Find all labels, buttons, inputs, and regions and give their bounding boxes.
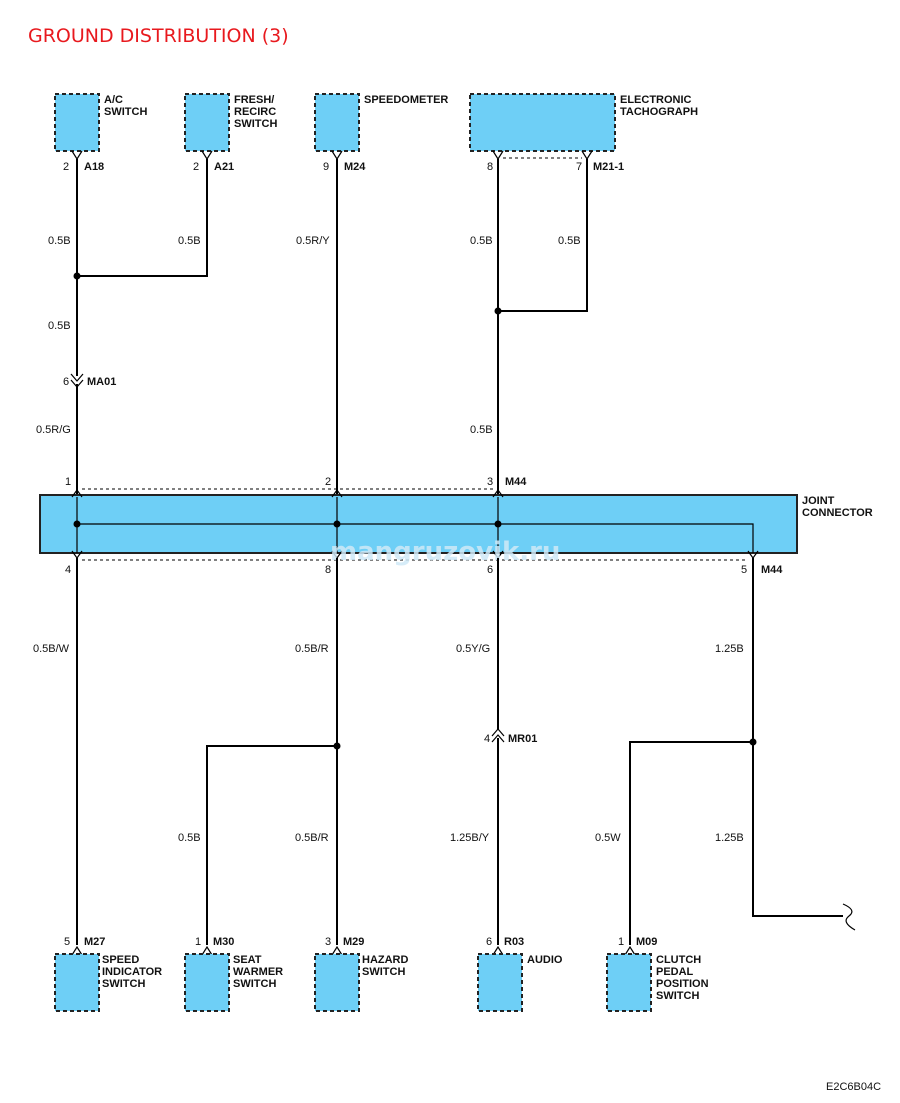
audio-label: AUDIO bbox=[527, 954, 563, 966]
wire-pin4: 0.5B/W bbox=[33, 643, 70, 655]
ma01-pin: 6 bbox=[63, 376, 69, 388]
wire-ac-lower: 0.5B bbox=[48, 320, 71, 332]
clutch-connector: M09 bbox=[636, 936, 657, 948]
fresh-label-2: RECIRC bbox=[234, 106, 276, 118]
hazard-pin: 3 bbox=[325, 936, 331, 948]
fresh-label-1: FRESH/ bbox=[234, 94, 274, 106]
speedo-connector: M24 bbox=[344, 161, 366, 173]
audio-connector: R03 bbox=[504, 936, 524, 948]
speedind-label-1: SPEED bbox=[102, 954, 139, 966]
component-speedometer[interactable]: SPEEDOMETER 9 M24 bbox=[314, 93, 448, 173]
joint-label-2: CONNECTOR bbox=[802, 507, 873, 519]
tacho-connector: M21-1 bbox=[593, 161, 624, 173]
splice-ac bbox=[73, 272, 81, 280]
diagram-code: E2C6B04C bbox=[826, 1081, 881, 1093]
component-speed-indicator-switch[interactable]: 5 M27 SPEED INDICATOR SWITCH bbox=[54, 936, 162, 1012]
joint-pin-2: 2 bbox=[325, 476, 331, 488]
wire-ground: 1.25B bbox=[715, 832, 744, 844]
component-ac-switch[interactable]: A/C SWITCH 2 A18 bbox=[54, 93, 147, 173]
joint-pin-3: 3 bbox=[487, 476, 493, 488]
top-wires bbox=[70, 159, 588, 496]
wire-fresh: 0.5B bbox=[178, 235, 201, 247]
tacho-pin-8: 8 bbox=[487, 161, 493, 173]
speedind-label-3: SWITCH bbox=[102, 978, 145, 990]
hazard-connector: M29 bbox=[343, 936, 364, 948]
wire-audio: 1.25B/Y bbox=[450, 832, 490, 844]
ac-pin: 2 bbox=[63, 161, 69, 173]
joint-pin-1: 1 bbox=[65, 476, 71, 488]
joint-pin-6: 6 bbox=[487, 564, 493, 576]
component-seat-warmer-switch[interactable]: 1 M30 SEAT WARMER SWITCH bbox=[184, 936, 283, 1012]
wire-tacho-lower: 0.5B bbox=[470, 424, 493, 436]
wire-pin8: 0.5B/R bbox=[295, 643, 329, 655]
watermark: mangruzovik.ru bbox=[330, 537, 560, 567]
wire-hazard: 0.5B/R bbox=[295, 832, 329, 844]
splice-tacho bbox=[494, 307, 502, 315]
joint-pin-4: 4 bbox=[65, 564, 71, 576]
speedo-label: SPEEDOMETER bbox=[364, 94, 448, 106]
wire-tacho-7: 0.5B bbox=[558, 235, 581, 247]
tacho-label-1: ELECTRONIC bbox=[620, 94, 692, 106]
clutch-label-1: CLUTCH bbox=[656, 954, 701, 966]
wire-ac: 0.5B bbox=[48, 235, 71, 247]
speedind-pin: 5 bbox=[64, 936, 70, 948]
hazard-label-2: SWITCH bbox=[362, 966, 405, 978]
seat-label-3: SWITCH bbox=[233, 978, 276, 990]
fresh-label-3: SWITCH bbox=[234, 118, 277, 130]
clutch-label-3: POSITION bbox=[656, 978, 709, 990]
joint-pin-5: 5 bbox=[741, 564, 747, 576]
component-fresh-recirc-switch[interactable]: FRESH/ RECIRC SWITCH 2 A21 bbox=[184, 93, 277, 173]
component-electronic-tachograph[interactable]: ELECTRONIC TACHOGRAPH 8 7 M21-1 bbox=[469, 93, 698, 173]
wire-pin6: 0.5Y/G bbox=[456, 643, 490, 655]
tacho-label-2: TACHOGRAPH bbox=[620, 106, 698, 118]
seat-label-1: SEAT bbox=[233, 954, 262, 966]
joint-label-1: JOINT bbox=[802, 495, 835, 507]
hazard-label-1: HAZARD bbox=[362, 954, 408, 966]
joint-top-connector: M44 bbox=[505, 476, 527, 488]
ma01-name: MA01 bbox=[87, 376, 116, 388]
fresh-connector: A21 bbox=[214, 161, 234, 173]
component-hazard-switch[interactable]: 3 M29 HAZARD SWITCH bbox=[314, 936, 408, 1012]
seat-connector: M30 bbox=[213, 936, 234, 948]
component-audio[interactable]: 6 R03 AUDIO bbox=[477, 936, 563, 1012]
wire-seat: 0.5B bbox=[178, 832, 201, 844]
clutch-label-4: SWITCH bbox=[656, 990, 699, 1002]
seat-pin: 1 bbox=[195, 936, 201, 948]
seat-label-2: WARMER bbox=[233, 966, 283, 978]
clutch-pin: 1 bbox=[618, 936, 624, 948]
ac-label-2: SWITCH bbox=[104, 106, 147, 118]
audio-pin: 6 bbox=[486, 936, 492, 948]
component-clutch-pedal-position-switch[interactable]: 1 M09 CLUTCH PEDAL POSITION SWITCH bbox=[606, 936, 709, 1012]
wire-pin5: 1.25B bbox=[715, 643, 744, 655]
speedo-pin: 9 bbox=[323, 161, 329, 173]
top-connector-chevrons bbox=[71, 150, 593, 161]
page-title: GROUND DISTRIBUTION (3) bbox=[28, 25, 289, 47]
wire-clutch: 0.5W bbox=[595, 832, 621, 844]
mr01-name: MR01 bbox=[508, 733, 537, 745]
speedind-label-2: INDICATOR bbox=[102, 966, 162, 978]
ac-connector: A18 bbox=[84, 161, 104, 173]
fresh-pin: 2 bbox=[193, 161, 199, 173]
wire-tacho-8: 0.5B bbox=[470, 235, 493, 247]
speedind-connector: M27 bbox=[84, 936, 105, 948]
joint-bottom-connector: M44 bbox=[761, 564, 783, 576]
wire-ma01-below: 0.5R/G bbox=[36, 424, 71, 436]
bottom-wires bbox=[76, 558, 856, 945]
wire-speedo: 0.5R/Y bbox=[296, 235, 330, 247]
clutch-label-2: PEDAL bbox=[656, 966, 694, 978]
ac-label-1: A/C bbox=[104, 94, 123, 106]
bottom-connector-chevrons bbox=[71, 945, 636, 956]
joint-pin-8: 8 bbox=[325, 564, 331, 576]
mr01-pin: 4 bbox=[484, 733, 490, 745]
tacho-pin-7: 7 bbox=[576, 161, 582, 173]
joint-connector[interactable] bbox=[39, 488, 798, 561]
